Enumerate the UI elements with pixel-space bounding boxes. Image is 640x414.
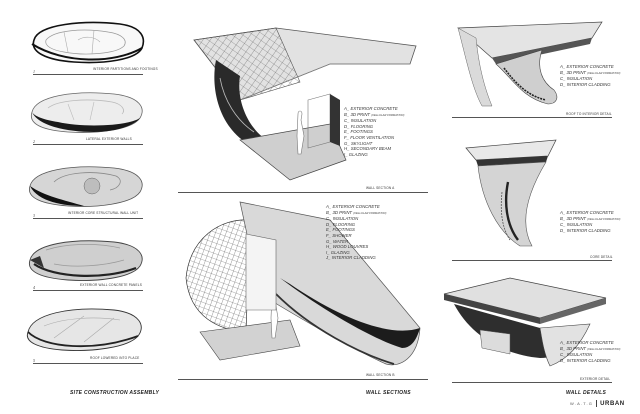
site-assembly-title: SITE CONSTRUCTION ASSEMBLY bbox=[70, 390, 160, 396]
assembly-step-2-number: 2 bbox=[33, 139, 35, 144]
wall-detail-2-rule bbox=[452, 260, 612, 261]
legend-a-item: i_ GLAZING bbox=[344, 151, 368, 157]
wall-section-a-caption: WALL SECTION A bbox=[366, 186, 395, 190]
legend-b-item: b_ 3D PRINT (CELLULAR FORMATION) bbox=[326, 209, 387, 215]
legend-d3-item: d_ INTERIOR CLADDING bbox=[560, 357, 611, 363]
legend-a-item: e_ FOOTINGS bbox=[344, 129, 373, 135]
wall-details-title: WALL DETAILS bbox=[566, 390, 607, 396]
wall-sections-title: WALL SECTIONS bbox=[366, 390, 411, 396]
assembly-step-3-rule bbox=[33, 218, 143, 219]
assembly-step-5-rule bbox=[33, 363, 143, 364]
wall-detail-1-legend: a_ EXTERIOR CONCRETE b_ 3D PRINT (CELLUL… bbox=[560, 64, 620, 87]
legend-b-item: g_ WATER bbox=[326, 238, 349, 244]
wall-detail-1-rule bbox=[452, 117, 612, 118]
assembly-step-2-drawing bbox=[30, 92, 143, 133]
assembly-step-3-number: 3 bbox=[33, 213, 35, 218]
wall-detail-2-caption: CORE DETAIL bbox=[590, 255, 613, 259]
assembly-step-1-rule bbox=[33, 74, 143, 75]
wall-detail-3-drawing bbox=[443, 277, 607, 367]
legend-b-item: c_ INSULATION bbox=[326, 216, 359, 222]
wall-section-a-drawing bbox=[193, 27, 417, 181]
footer-brand: W.A.T.G URBAN bbox=[570, 400, 625, 407]
legend-b-item: h_ WOOD LOUVRES bbox=[326, 244, 369, 250]
wall-detail-2-drawing bbox=[465, 139, 557, 247]
assembly-step-3-caption: INTERIOR CORE STRUCTURAL WALL UNIT bbox=[68, 211, 139, 215]
legend-d1-item: d_ INTERIOR CLADDING bbox=[560, 81, 611, 87]
wall-detail-3-rule bbox=[452, 382, 612, 383]
wall-section-b-legend: a_ EXTERIOR CONCRETE b_ 3D PRINT (CELLUL… bbox=[326, 204, 386, 261]
wall-detail-3-legend: a_ EXTERIOR CONCRETE b_ 3D PRINT (CELLUL… bbox=[560, 340, 620, 363]
assembly-step-5-caption: ROOF LOWERED INTO PLACE bbox=[90, 356, 140, 360]
legend-d3-item: c_ INSULATION bbox=[560, 352, 593, 358]
brand-large-text: URBAN bbox=[600, 400, 625, 407]
assembly-step-1-caption: INTERIOR PARTITIONS AND FOOTINGS bbox=[93, 67, 158, 71]
assembly-step-4-number: 4 bbox=[33, 285, 35, 290]
legend-b-item: j_ INTERIOR CLADDING bbox=[326, 255, 376, 261]
legend-a-item: b_ 3D PRINT (CELLULAR FORMATION) bbox=[344, 111, 405, 117]
legend-d3-item: b_ 3D PRINT (CELLULAR FORMATION) bbox=[560, 345, 621, 351]
legend-b-item: e_ FOOTINGS bbox=[326, 227, 355, 233]
wall-section-a-legend: a_ EXTERIOR CONCRETE b_ 3D PRINT (CELLUL… bbox=[344, 106, 404, 157]
assembly-step-2-rule bbox=[33, 144, 143, 145]
legend-a-item: d_ FLOORING bbox=[344, 123, 374, 129]
brand-small-text: W.A.T.G bbox=[570, 401, 594, 406]
wall-detail-1-drawing bbox=[457, 21, 603, 107]
assembly-step-2-caption: LATERAL EXTERIOR WALLS bbox=[86, 137, 132, 141]
wall-detail-2-legend: a_ EXTERIOR CONCRETE b_ 3D PRINT (CELLUL… bbox=[560, 210, 620, 233]
legend-d2-item: d_ INTERIOR CLADDING bbox=[560, 227, 611, 233]
assembly-step-4-caption: EXTERIOR WALL CONCRETE PANELS bbox=[80, 283, 142, 287]
legend-d1-item: b_ 3D PRINT (CELLULAR FORMATION) bbox=[560, 69, 621, 75]
legend-a-item: f_ FLOOR VENTILATION bbox=[344, 134, 395, 140]
wall-detail-1-caption: ROOF TO INTERIOR DETAIL bbox=[566, 112, 612, 116]
wall-section-b-caption: WALL SECTION B bbox=[366, 373, 395, 377]
legend-a-item: h_ SECONDARY BEAM bbox=[344, 146, 392, 152]
legend-d1-item: c_ INSULATION bbox=[560, 76, 593, 82]
legend-b-item: d_ FLOORING bbox=[326, 221, 356, 227]
legend-d2-item: c_ INSULATION bbox=[560, 222, 593, 228]
assembly-step-1-number: 1 bbox=[33, 69, 35, 74]
wall-detail-3-caption: EXTERIOR DETAIL bbox=[580, 377, 611, 381]
brand-divider bbox=[596, 400, 598, 407]
legend-d3-item: a_ EXTERIOR CONCRETE bbox=[560, 340, 614, 345]
assembly-step-1-drawing bbox=[31, 21, 145, 64]
legend-a-item: c_ INSULATION bbox=[344, 118, 377, 124]
assembly-step-3-drawing bbox=[29, 166, 143, 207]
assembly-step-5-drawing bbox=[26, 308, 142, 351]
legend-a-item: g_ SKYLIGHT bbox=[344, 140, 373, 146]
legend-a-item: a_ EXTERIOR CONCRETE bbox=[344, 106, 398, 111]
assembly-step-4-drawing bbox=[28, 240, 143, 281]
legend-d2-item: a_ EXTERIOR CONCRETE bbox=[560, 210, 614, 215]
legend-b-item: a_ EXTERIOR CONCRETE bbox=[326, 204, 380, 209]
assembly-step-5-number: 5 bbox=[33, 358, 35, 363]
legend-d1-item: a_ EXTERIOR CONCRETE bbox=[560, 64, 614, 69]
legend-b-item: i_ GLAZING bbox=[326, 249, 350, 255]
wall-section-a-rule bbox=[178, 192, 428, 193]
legend-b-item: f_ SHOWER bbox=[326, 232, 352, 238]
legend-d2-item: b_ 3D PRINT (CELLULAR FORMATION) bbox=[560, 215, 621, 221]
wall-section-b-drawing bbox=[185, 201, 421, 366]
wall-section-b-rule bbox=[178, 379, 428, 380]
assembly-step-4-rule bbox=[33, 290, 143, 291]
